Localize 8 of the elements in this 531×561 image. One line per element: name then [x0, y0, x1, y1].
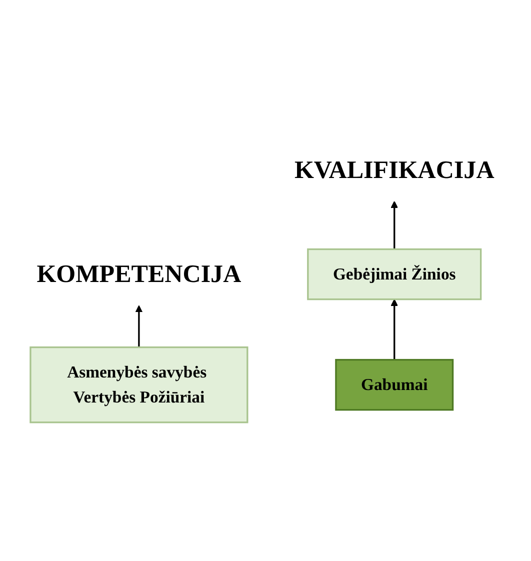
node-box: Gebėjimai Žinios: [307, 248, 482, 300]
node-box: Asmenybės savybės Vertybės Požiūriai: [30, 346, 248, 424]
node-text: KVALIFIKACIJA: [294, 156, 494, 184]
arrow: [390, 298, 398, 360]
arrow: [135, 305, 143, 348]
node-text: KOMPETENCIJA: [36, 260, 242, 288]
node-box: Gabumai: [335, 358, 454, 411]
arrow: [390, 200, 398, 250]
